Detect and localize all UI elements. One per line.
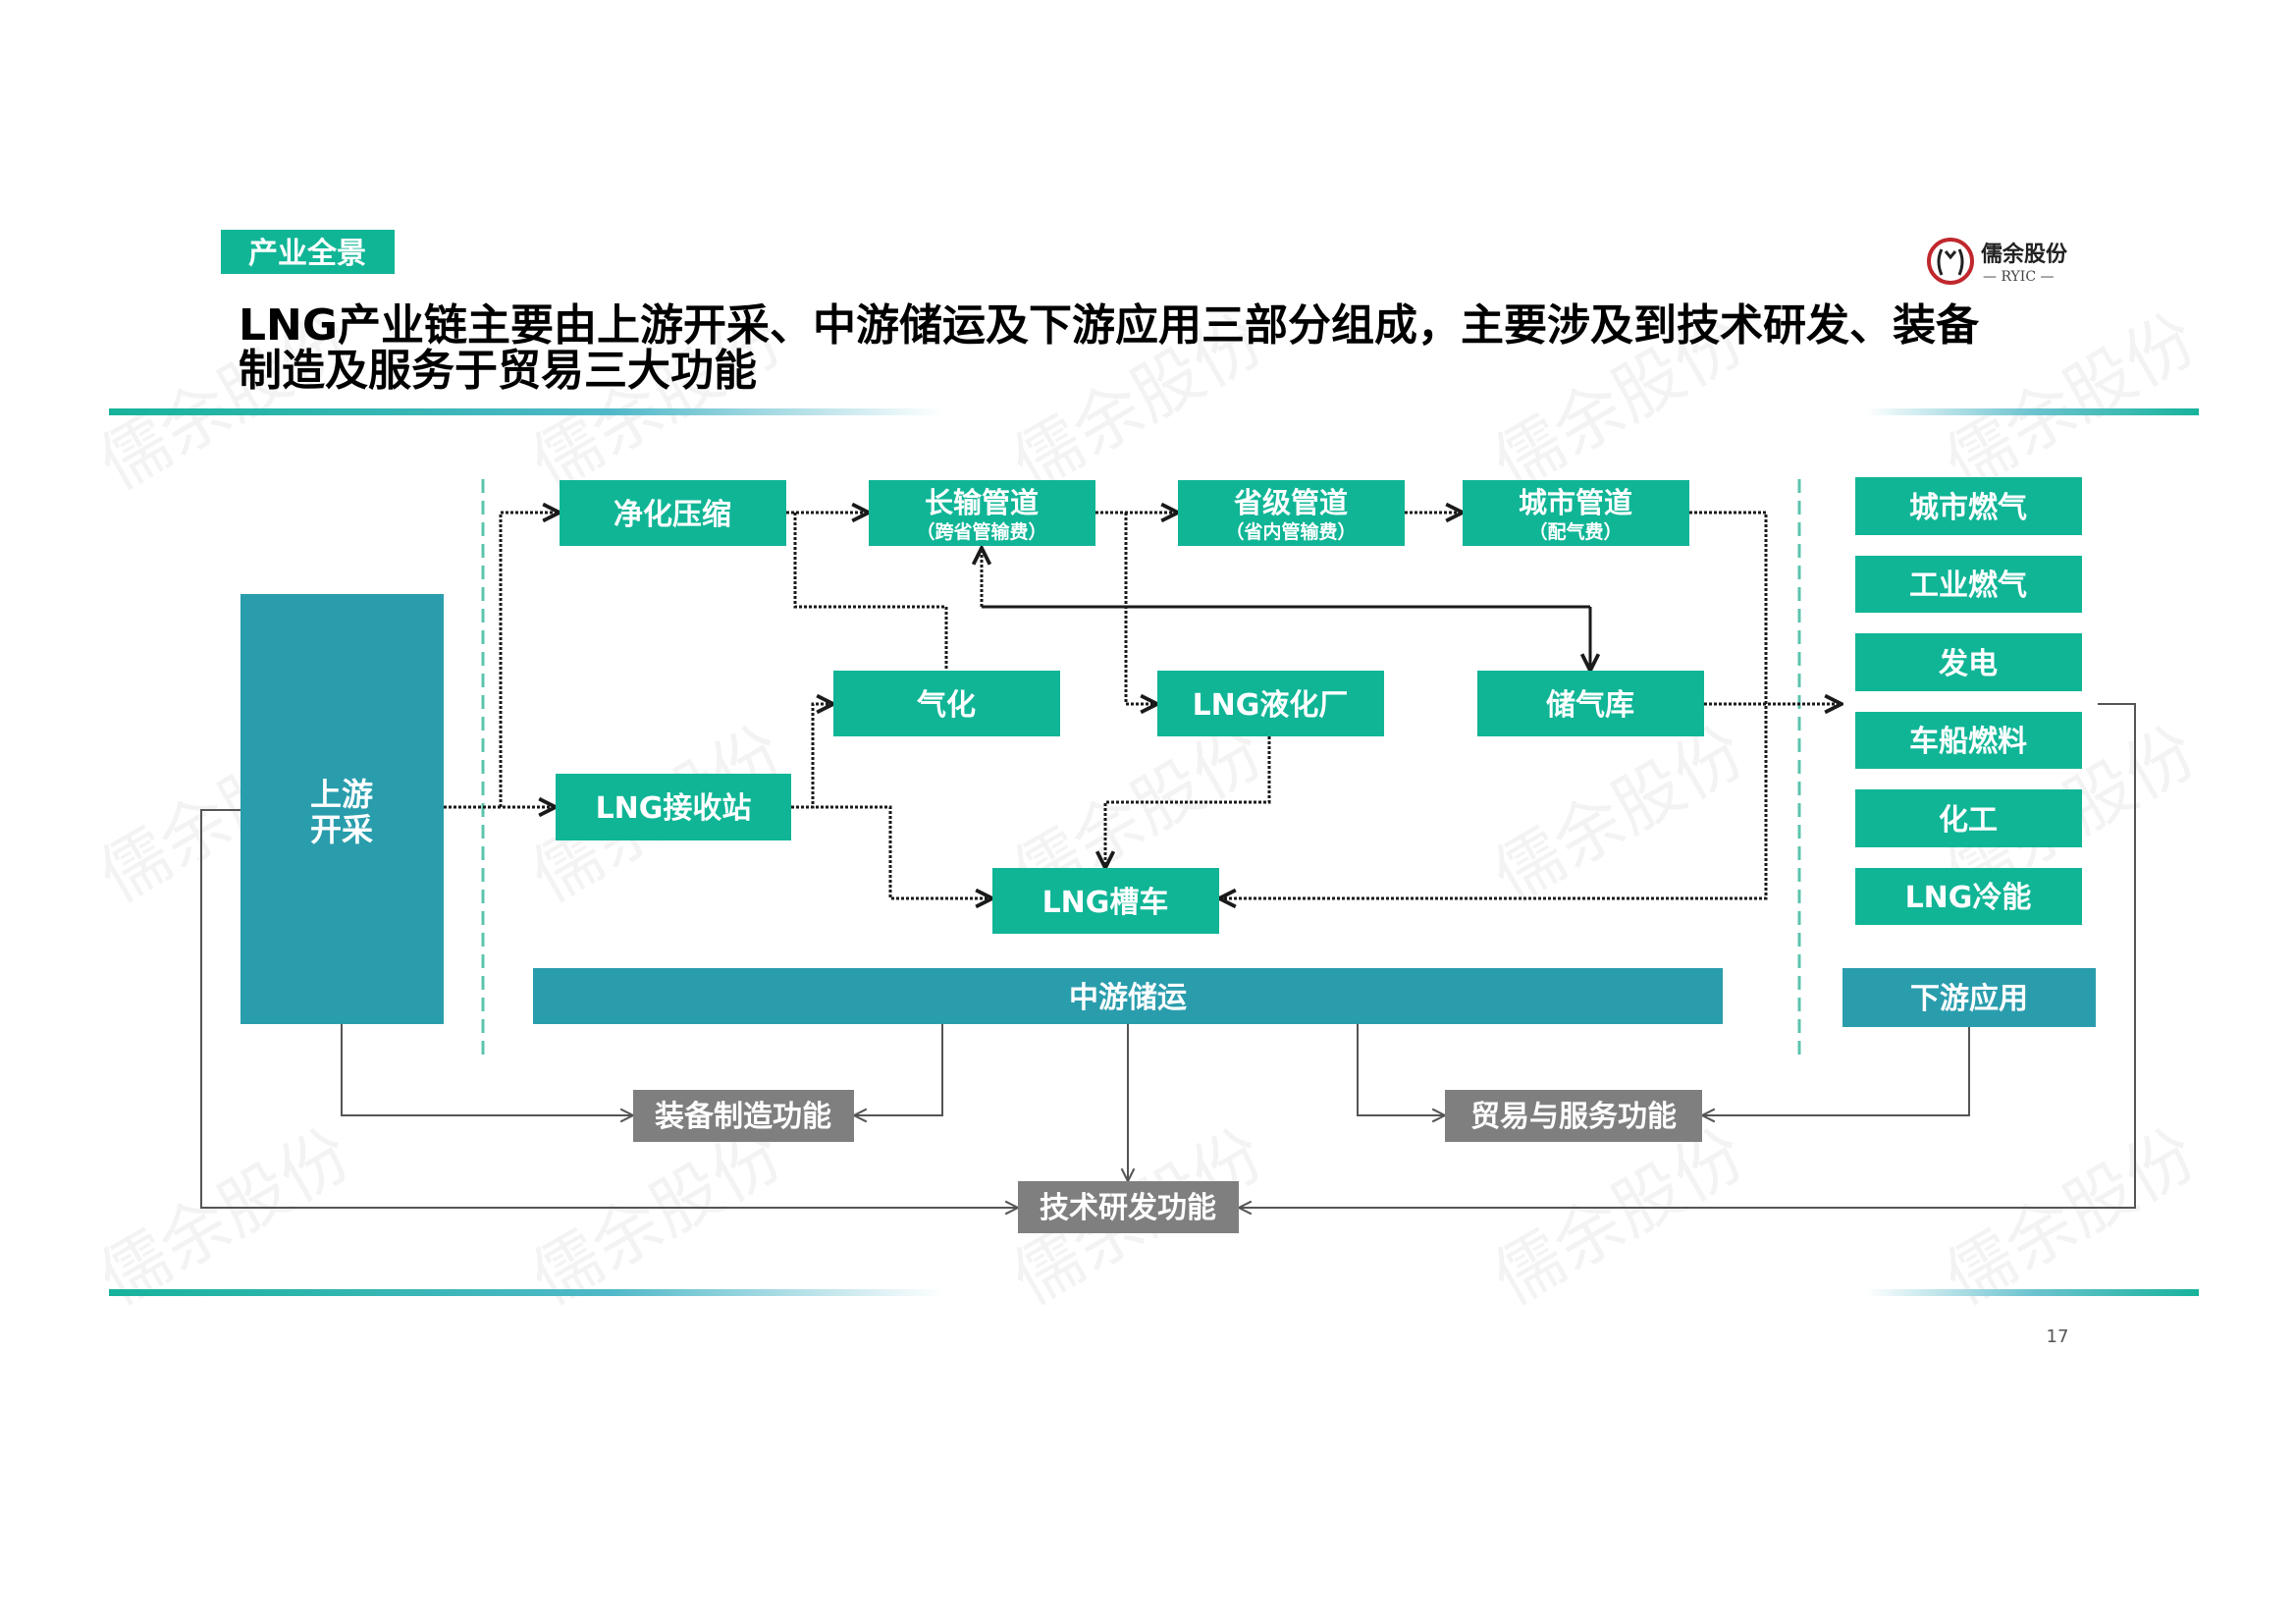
svg-text:技术研发功能: 技术研发功能 [1040, 1191, 1216, 1225]
svg-text:儒余股份: 儒余股份 [1981, 242, 2068, 267]
page-title-line1: LNG产业链主要由上游开采、中游储运及下游应用三部分组成，主要涉及到技术研发、装… [239, 300, 1980, 351]
page-title-line2: 制造及服务于贸易三大功能 [239, 346, 757, 396]
downstream-item: 车船燃料 [1909, 725, 2027, 759]
svg-text:（省内管输费）: （省内管输费） [1225, 520, 1356, 543]
function-lines [200, 703, 2136, 1208]
bottom-divider-left [109, 1289, 943, 1296]
svg-text:储气库: 储气库 [1546, 688, 1634, 723]
svg-text:儒余股份: 儒余股份 [1480, 1113, 1758, 1321]
node-lng-liquefaction-plant: LNG液化厂 [1157, 671, 1384, 736]
bottom-divider-right [1865, 1289, 2199, 1296]
downstream-bar: 下游应用 [1842, 968, 2096, 1027]
top-divider-left [109, 408, 943, 415]
downstream-item: 城市燃气 [1909, 491, 2027, 525]
svg-text:— RYIC —: — RYIC — [1983, 269, 2055, 285]
function-trade-service: 贸易与服务功能 [1445, 1090, 1702, 1142]
svg-text:长输管道: 长输管道 [925, 486, 1039, 519]
section-tag: 产业全景 [221, 230, 395, 274]
node-lng-truck: LNG槽车 [992, 868, 1219, 934]
downstream-items: 城市燃气 工业燃气 发电 车船燃料 化工 LNG冷能 [1855, 477, 2082, 925]
svg-text:下游应用: 下游应用 [1910, 982, 2028, 1016]
midstream-bar: 中游储运 [533, 968, 1723, 1024]
svg-text:（配气费）: （配气费） [1528, 520, 1622, 543]
downstream-item: 化工 [1939, 803, 1998, 838]
svg-text:LNG接收站: LNG接收站 [596, 791, 752, 826]
svg-text:开采: 开采 [310, 811, 373, 848]
downstream-item: 工业燃气 [1909, 568, 2027, 603]
svg-text:中游储运: 中游储运 [1069, 981, 1187, 1015]
svg-text:净化压缩: 净化压缩 [614, 498, 731, 532]
svg-text:省级管道: 省级管道 [1234, 486, 1348, 519]
function-rnd: 技术研发功能 [1018, 1181, 1239, 1233]
svg-text:LNG槽车: LNG槽车 [1042, 886, 1169, 920]
page-number: 17 [2047, 1326, 2069, 1347]
downstream-item: LNG冷能 [1905, 881, 2032, 915]
svg-text:气化: 气化 [917, 688, 976, 723]
svg-text:装备制造功能: 装备制造功能 [655, 1100, 831, 1134]
svg-text:上游: 上游 [310, 776, 373, 813]
node-city-pipeline: 城市管道 （配气费） [1463, 480, 1689, 546]
svg-text:儒余股份: 儒余股份 [1480, 711, 1758, 918]
node-lng-terminal: LNG接收站 [556, 774, 791, 840]
flow-lines [444, 513, 1842, 898]
node-long-pipeline: 长输管道 （跨省管输费） [869, 480, 1095, 546]
top-divider-right [1865, 408, 2199, 415]
svg-text:LNG液化厂: LNG液化厂 [1193, 688, 1349, 723]
svg-text:贸易与服务功能: 贸易与服务功能 [1470, 1100, 1677, 1134]
function-equipment: 装备制造功能 [633, 1090, 854, 1142]
node-purify: 净化压缩 [560, 480, 786, 546]
node-provincial-pipeline: 省级管道 （省内管输费） [1178, 480, 1405, 546]
upstream-box: 上游 开采 [240, 594, 444, 1024]
svg-text:城市管道: 城市管道 [1519, 486, 1632, 519]
svg-text:产业全景: 产业全景 [248, 237, 366, 271]
svg-text:（跨省管输费）: （跨省管输费） [916, 520, 1046, 543]
node-gasification: 气化 [833, 671, 1060, 736]
downstream-item: 发电 [1938, 647, 1998, 681]
company-logo: 儒余股份 — RYIC — [1927, 238, 2068, 285]
node-gas-storage: 储气库 [1477, 671, 1704, 736]
